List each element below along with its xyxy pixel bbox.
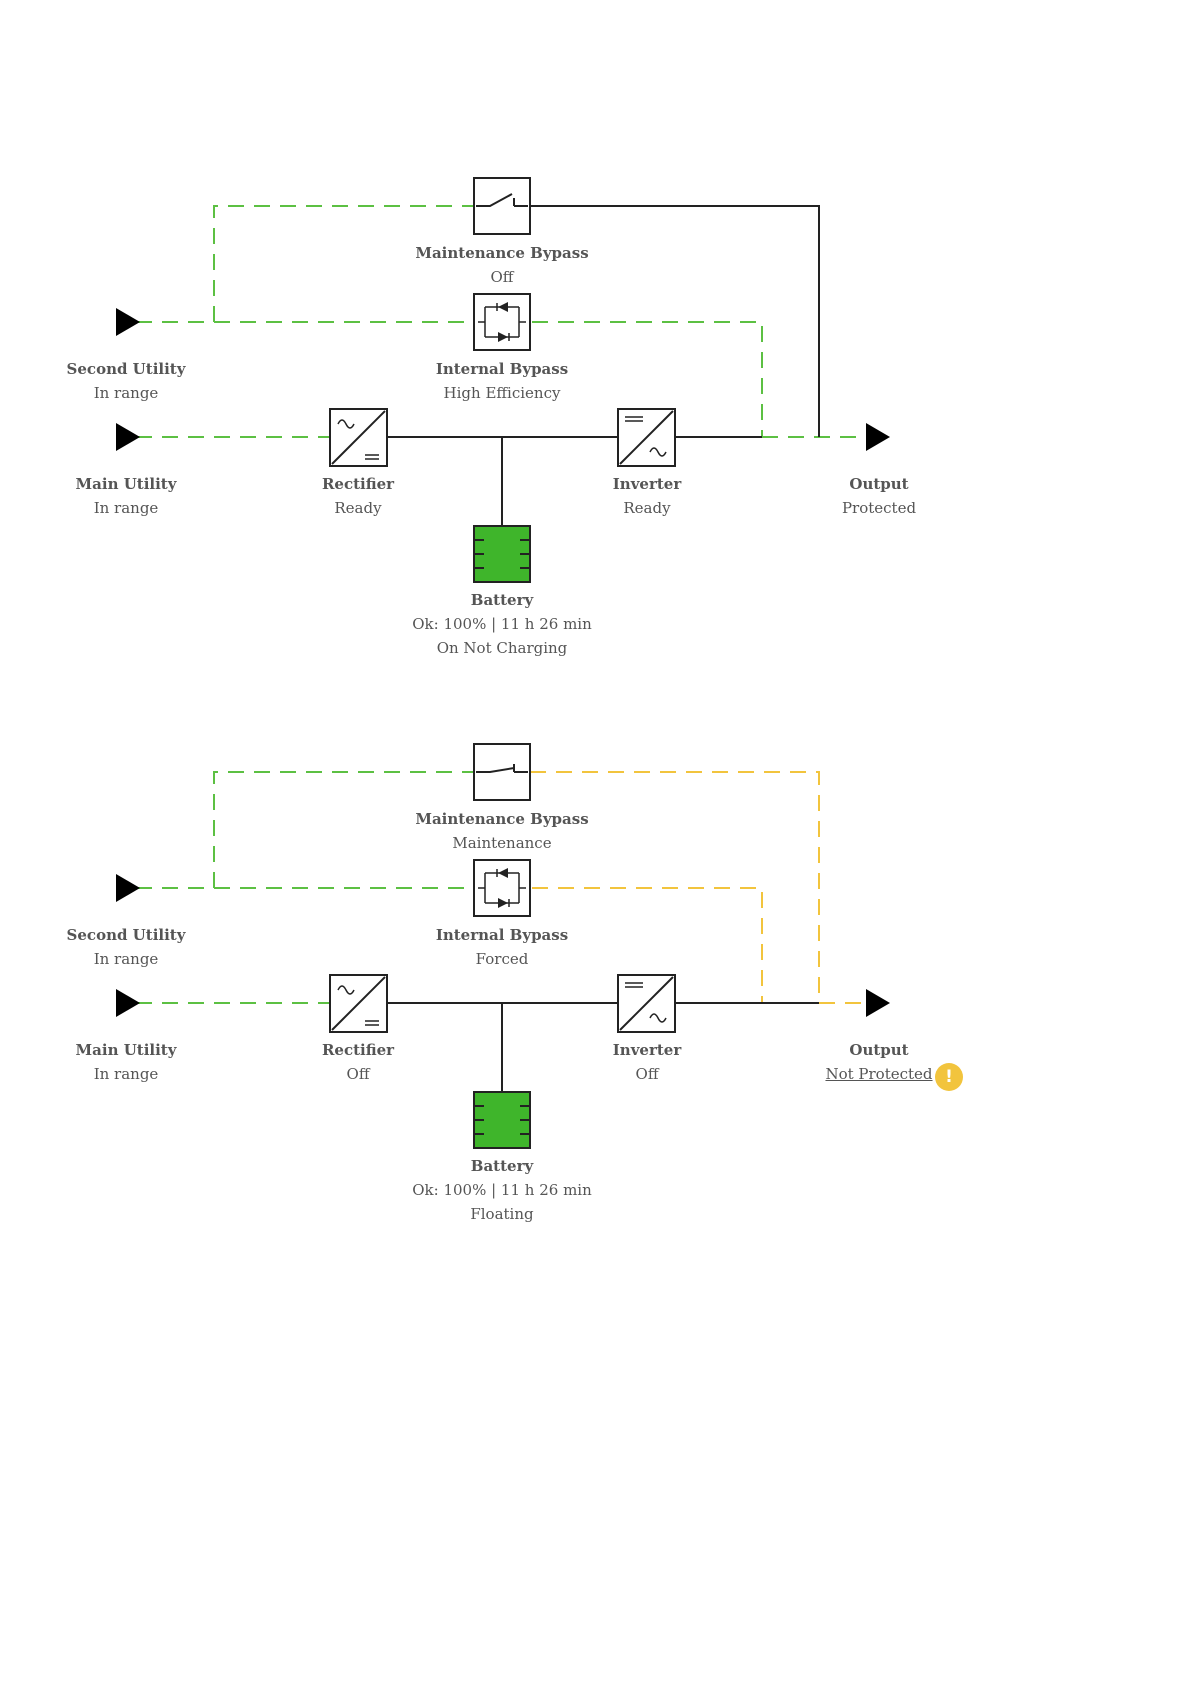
output-arrow-icon bbox=[866, 989, 890, 1017]
maintenance-bypass-status: Off bbox=[490, 268, 514, 286]
inverter-label: Inverter Off bbox=[613, 1038, 681, 1086]
output-arrow-icon bbox=[866, 423, 890, 451]
second-utility-arrow-icon bbox=[116, 874, 140, 902]
rectifier-title: Rectifier bbox=[321, 1041, 395, 1059]
second-utility-status: In range bbox=[93, 384, 159, 402]
maintenance-bypass-input-line bbox=[213, 205, 474, 322]
main-utility-title: Main Utility bbox=[75, 475, 177, 493]
internal-bypass-status: High Efficiency bbox=[443, 384, 561, 402]
output-label: Output Not Protected bbox=[825, 1038, 932, 1086]
second-utility-title: Second Utility bbox=[66, 926, 186, 944]
internal-bypass-title: Internal Bypass bbox=[435, 360, 569, 378]
internal-bypass-icon[interactable] bbox=[473, 859, 531, 917]
output-label: Output Protected bbox=[842, 472, 916, 520]
second-utility-title: Second Utility bbox=[66, 360, 186, 378]
second-utility-label: Second Utility In range bbox=[67, 923, 186, 971]
rectifier-title: Rectifier bbox=[321, 475, 395, 493]
rectifier-label: Rectifier Ready bbox=[322, 472, 394, 520]
exclamation-icon[interactable]: ! bbox=[935, 1063, 963, 1091]
internal-bypass-label: Internal Bypass Forced bbox=[436, 923, 568, 971]
main-utility-title: Main Utility bbox=[75, 1041, 177, 1059]
battery-label: Battery Ok: 100% | 11 h 26 min Floating bbox=[412, 1154, 592, 1226]
main-utility-label: Main Utility In range bbox=[76, 1038, 177, 1086]
inverter-label: Inverter Ready bbox=[613, 472, 681, 520]
output-status-link[interactable]: Not Protected bbox=[825, 1065, 933, 1083]
internal-bypass-label: Internal Bypass High Efficiency bbox=[436, 357, 568, 405]
battery-icon[interactable] bbox=[473, 525, 531, 583]
diagram-lines bbox=[116, 177, 890, 583]
inverter-icon[interactable] bbox=[617, 974, 676, 1033]
rectifier-icon[interactable] bbox=[329, 408, 388, 467]
battery-label: Battery Ok: 100% | 11 h 26 min On Not Ch… bbox=[412, 588, 592, 660]
battery-icon[interactable] bbox=[473, 1091, 531, 1149]
ups-diagram-normal: Maintenance Bypass Off Internal Bypass H… bbox=[0, 0, 1191, 700]
rectifier-label: Rectifier Off bbox=[322, 1038, 394, 1086]
rectifier-icon[interactable] bbox=[329, 974, 388, 1033]
battery-charge-runtime: Ok: 100% | 11 h 26 min bbox=[412, 1181, 592, 1199]
battery-status: On Not Charging bbox=[436, 639, 568, 657]
battery-charge-runtime: Ok: 100% | 11 h 26 min bbox=[412, 615, 592, 633]
output-title: Output bbox=[849, 1041, 909, 1059]
second-utility-arrow-icon bbox=[116, 308, 140, 336]
maintenance-switch-icon[interactable] bbox=[473, 177, 531, 235]
maintenance-bypass-title: Maintenance Bypass bbox=[415, 244, 589, 262]
second-utility-label: Second Utility In range bbox=[67, 357, 186, 405]
inverter-status: Ready bbox=[623, 499, 671, 517]
internal-bypass-status: Forced bbox=[475, 950, 529, 968]
inverter-icon[interactable] bbox=[617, 408, 676, 467]
maintenance-bypass-title: Maintenance Bypass bbox=[415, 810, 589, 828]
main-utility-arrow-icon bbox=[116, 423, 140, 451]
maintenance-bypass-status: Maintenance bbox=[452, 834, 552, 852]
battery-title: Battery bbox=[470, 591, 534, 609]
inverter-status: Off bbox=[635, 1065, 659, 1083]
internal-bypass-title: Internal Bypass bbox=[435, 926, 569, 944]
maintenance-bypass-label: Maintenance Bypass Maintenance bbox=[415, 807, 588, 855]
maintenance-switch-icon[interactable] bbox=[473, 743, 531, 801]
main-utility-label: Main Utility In range bbox=[76, 472, 177, 520]
maintenance-bypass-label: Maintenance Bypass Off bbox=[415, 241, 588, 289]
inverter-title: Inverter bbox=[612, 475, 682, 493]
second-utility-status: In range bbox=[93, 950, 159, 968]
battery-title: Battery bbox=[470, 1157, 534, 1175]
inverter-title: Inverter bbox=[612, 1041, 682, 1059]
maintenance-bypass-output-line bbox=[530, 205, 820, 437]
rectifier-status: Ready bbox=[334, 499, 382, 517]
rectifier-status: Off bbox=[346, 1065, 370, 1083]
main-utility-status: In range bbox=[93, 1065, 159, 1083]
internal-bypass-icon[interactable] bbox=[473, 293, 531, 351]
output-title: Output bbox=[849, 475, 909, 493]
main-utility-status: In range bbox=[93, 499, 159, 517]
battery-status: Floating bbox=[470, 1205, 534, 1223]
maintenance-bypass-output-line bbox=[530, 771, 820, 1003]
output-status: Protected bbox=[841, 499, 917, 517]
main-utility-arrow-icon bbox=[116, 989, 140, 1017]
maintenance-bypass-input-line bbox=[213, 771, 474, 888]
